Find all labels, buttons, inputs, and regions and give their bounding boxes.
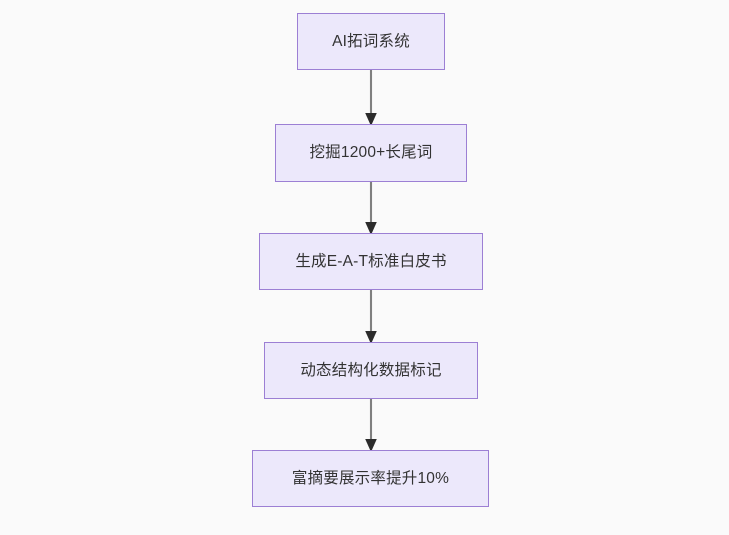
flow-node-label: 富摘要展示率提升10% <box>291 469 450 487</box>
flow-node-label: AI拓词系统 <box>332 32 410 50</box>
edge-n1-n2 <box>365 68 377 126</box>
flow-node-ai-keyword-system[interactable]: AI拓词系统 <box>297 13 445 70</box>
edge-n3-n4 <box>365 288 377 344</box>
flow-node-dynamic-structured-data-markup[interactable]: 动态结构化数据标记 <box>264 342 478 399</box>
edge-n2-n3 <box>365 180 377 235</box>
flow-node-label: 挖掘1200+长尾词 <box>309 144 433 162</box>
flow-node-generate-eat-whitepaper[interactable]: 生成E-A-T标准白皮书 <box>259 233 483 290</box>
flow-node-label: 生成E-A-T标准白皮书 <box>295 252 447 270</box>
flow-node-label: 动态结构化数据标记 <box>300 361 442 379</box>
flow-node-rich-snippet-impression-lift[interactable]: 富摘要展示率提升10% <box>252 450 489 507</box>
flow-node-mine-longtail-keywords[interactable]: 挖掘1200+长尾词 <box>275 124 467 182</box>
edge-n4-n5 <box>365 397 377 452</box>
